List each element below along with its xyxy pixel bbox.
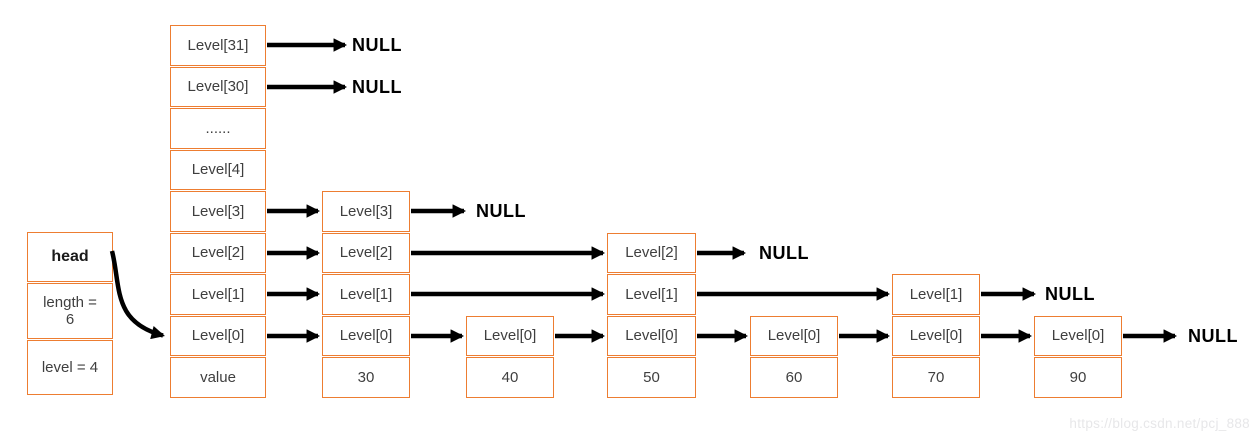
level-cell-0: Level[0] bbox=[322, 315, 410, 356]
null-label: NULL bbox=[352, 77, 402, 97]
head-node-box: head length = 6 level = 4 bbox=[27, 232, 113, 395]
level-cell-0: Level[0] bbox=[892, 315, 980, 356]
node-30: Level[3] Level[2] Level[1] Level[0] 30 bbox=[322, 191, 410, 398]
level-cell-0: Level[0] bbox=[1034, 315, 1122, 356]
level-cell-2: Level[2] bbox=[170, 232, 266, 273]
level-cell-1: Level[1] bbox=[892, 274, 980, 315]
arrow-head-to-level0 bbox=[109, 250, 165, 340]
node-50: Level[2] Level[1] Level[0] 50 bbox=[607, 232, 696, 398]
value-cell: 60 bbox=[750, 357, 838, 398]
value-cell: value bbox=[170, 357, 266, 398]
level-cell-0: Level[0] bbox=[750, 315, 838, 356]
level-cell-4: Level[4] bbox=[170, 149, 266, 190]
level-cell-0: Level[0] bbox=[170, 315, 266, 356]
head-title-cell: head bbox=[27, 232, 113, 282]
level-cell-1: Level[1] bbox=[170, 274, 266, 315]
value-cell: 50 bbox=[607, 357, 696, 398]
null-label: NULL bbox=[1188, 326, 1238, 346]
ellipsis-cell: ...... bbox=[170, 108, 266, 149]
value-cell: 90 bbox=[1034, 357, 1122, 398]
level-cell-2: Level[2] bbox=[607, 232, 696, 273]
watermark: https://blog.csdn.net/pcj_888 bbox=[1069, 416, 1250, 431]
head-length-cell: length = 6 bbox=[27, 283, 113, 339]
value-cell: 30 bbox=[322, 357, 410, 398]
node-40: Level[0] 40 bbox=[466, 315, 554, 398]
level-cell-0: Level[0] bbox=[466, 315, 554, 356]
null-label: NULL bbox=[352, 35, 402, 55]
level-cell-31: Level[31] bbox=[170, 25, 266, 66]
level-cell-3: Level[3] bbox=[322, 191, 410, 232]
level-cell-3: Level[3] bbox=[170, 191, 266, 232]
node-60: Level[0] 60 bbox=[750, 315, 838, 398]
value-cell: 40 bbox=[466, 357, 554, 398]
head-level-cell: level = 4 bbox=[27, 340, 113, 395]
null-label: NULL bbox=[1045, 284, 1095, 304]
value-cell: 70 bbox=[892, 357, 980, 398]
node-70: Level[1] Level[0] 70 bbox=[892, 274, 980, 398]
level-cell-1: Level[1] bbox=[607, 274, 696, 315]
null-label: NULL bbox=[476, 201, 526, 221]
node-90: Level[0] 90 bbox=[1034, 315, 1122, 398]
level-cell-0: Level[0] bbox=[607, 315, 696, 356]
level-cell-2: Level[2] bbox=[322, 232, 410, 273]
null-label: NULL bbox=[759, 243, 809, 263]
level-cell-1: Level[1] bbox=[322, 274, 410, 315]
head-pointers-column: Level[31] Level[30] ...... Level[4] Leve… bbox=[170, 25, 266, 398]
level-cell-30: Level[30] bbox=[170, 66, 266, 107]
